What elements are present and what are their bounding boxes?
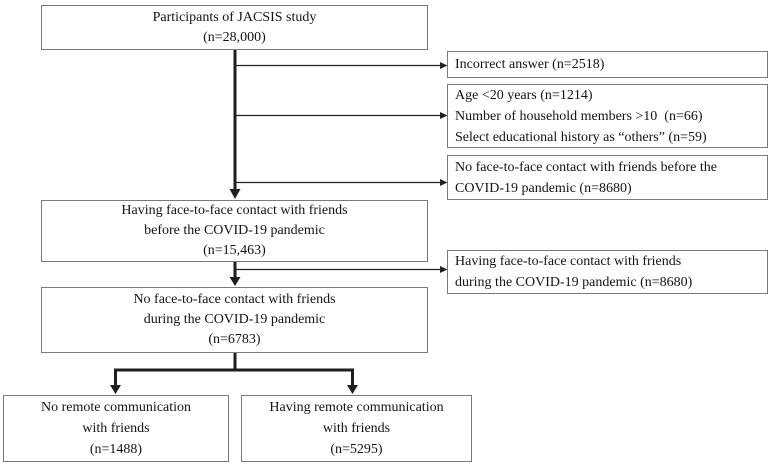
- no-f2f-during-line-2: during the COVID-19 pandemic: [143, 312, 326, 327]
- exclusion-age-text: Age <20 years (n=1214): [455, 87, 593, 103]
- branch-arrow-no-f2f-before: [235, 179, 448, 186]
- box-f2f-before-pandemic: Having face-to-face contact with friends…: [41, 200, 428, 262]
- no-remote-count: (n=1488): [89, 442, 143, 457]
- box-participants-count: (n=28,000): [203, 29, 266, 45]
- exclusion-household-text: Number of household members >10 (n=66): [455, 108, 703, 124]
- having-remote-line-2: with friends: [322, 421, 391, 436]
- box-exclusion-criteria: Age <20 years (n=1214) Number of househo…: [447, 84, 768, 148]
- branch-arrow-exclusion-criteria: [235, 112, 448, 119]
- no-f2f-during-count: (n=6783): [208, 332, 261, 347]
- box-no-f2f-during-pandemic: No face-to-face contact with friends dur…: [41, 287, 428, 353]
- arrow-participants-to-f2f-before: [229, 49, 241, 199]
- branch-arrow-f2f-during: [235, 266, 448, 273]
- exclusion-no-f2f-before-line-2: COVID-19 pandemic (n=8680): [455, 180, 632, 196]
- box-exclusion-no-f2f-before: No face-to-face contact with friends bef…: [447, 155, 768, 200]
- box-exclusion-f2f-during: Having face-to-face contact with friends…: [447, 250, 768, 294]
- no-remote-line-1: No remote communication: [40, 400, 192, 415]
- box-no-remote-communication: No remote communication with friends (n=…: [3, 395, 229, 462]
- f2f-before-line-2: before the COVID-19 pandemic: [144, 223, 325, 238]
- no-remote-line-2: with friends: [82, 421, 150, 436]
- having-remote-count: (n=5295): [330, 442, 383, 457]
- exclusion-f2f-during-line-2: during the COVID-19 pandemic (n=8680): [455, 275, 693, 290]
- box-having-remote-communication: Having remote communication with friends…: [241, 395, 472, 462]
- box-participants: Participants of JACSIS study (n=28,000): [41, 5, 428, 50]
- arrow-f2f-before-to-no-f2f-during: [229, 261, 241, 286]
- f2f-before-line-1: Having face-to-face contact with friends: [121, 203, 348, 218]
- exclusion-no-f2f-before-line-1: No face-to-face contact with friends bef…: [455, 159, 717, 175]
- exclusion-education-text: Select educational history as “others” (…: [455, 129, 707, 145]
- branch-arrow-incorrect-answer: [235, 62, 448, 69]
- no-f2f-during-line-1: No face-to-face contact with friends: [133, 292, 336, 307]
- having-remote-line-1: Having remote communication: [269, 400, 444, 415]
- exclusion-f2f-during-line-1: Having face-to-face contact with friends: [455, 254, 682, 269]
- box-exclusion-incorrect-answer: Incorrect answer (n=2518): [447, 51, 768, 78]
- exclusion-incorrect-text: Incorrect answer (n=2518): [455, 57, 605, 72]
- f2f-before-count: (n=15,463): [203, 243, 266, 258]
- box-participants-line-1: Participants of JACSIS study: [152, 9, 317, 25]
- split-arrow-to-remote-boxes: [110, 352, 358, 394]
